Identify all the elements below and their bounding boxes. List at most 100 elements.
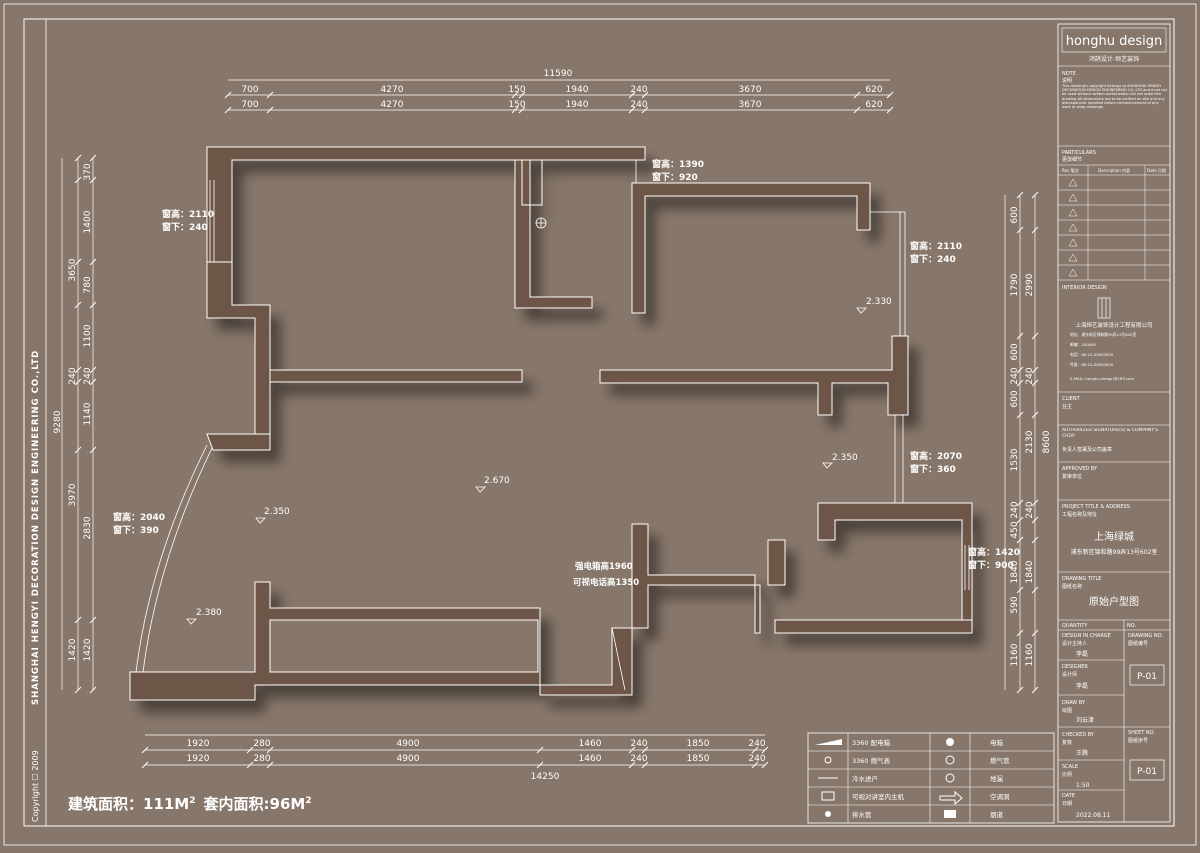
bottom-seg: 1460 [579, 754, 602, 764]
dimension-tick [761, 746, 769, 754]
legend-label: 地漏 [990, 774, 1004, 783]
bottom-seg: 1460 [579, 739, 602, 749]
flue-icon [944, 810, 956, 818]
copyright-text: Copyright ☐ 2009 [31, 750, 40, 822]
particulars-label: PARTICULARS [1062, 150, 1096, 156]
left-inner: 240 [68, 367, 78, 384]
bottom-seg: 240 [630, 754, 647, 764]
legend-label: 3360 燃气表 [852, 756, 891, 765]
dimension-tick [1031, 586, 1039, 594]
drawn-by-label-cn: 绘图 [1062, 707, 1072, 714]
left-inner: 240 [83, 367, 93, 384]
wall-top [206, 146, 646, 263]
building-area: 建筑面积：111M [68, 795, 189, 813]
walls [129, 146, 973, 701]
window-height: 窗高：1420 [968, 546, 1020, 558]
dimension-tick [89, 366, 97, 374]
wall-entry [539, 627, 633, 696]
checked-by-label-cn: 复核 [1062, 739, 1072, 746]
title-block: honghu design 鸿鹄设计-恒艺装饰 NOTE 说明 This dra… [1057, 23, 1171, 823]
dimension-tick [511, 91, 519, 99]
dimension-tick [74, 446, 82, 454]
bottom-seg: 240 [630, 739, 647, 749]
legend-label: 可视对讲室内主机 [852, 792, 905, 801]
dimension-tick [1031, 499, 1039, 507]
auth-label-cn: 负责人签署及公司盖章 [1062, 446, 1112, 453]
dimension-tick [1016, 332, 1024, 340]
bottom-dimensions: 1920 280 4900 1460 240 1850 240 1920 280… [187, 739, 766, 782]
revision-table [1058, 164, 1170, 281]
dimension-tick [853, 106, 861, 114]
left-inner: 2830 [83, 516, 93, 539]
intercom-icon [821, 791, 835, 801]
dimension-tick [1031, 379, 1039, 387]
company-line: 地址：浦东新区锦和路99弄13号602室 [1070, 332, 1136, 337]
right-mid: 2990 [1025, 273, 1035, 296]
legend-label: 电箱 [990, 738, 1004, 747]
bottom-seg: 240 [748, 739, 765, 749]
gas-pipe-icon [945, 755, 955, 765]
window-sill: 窗下：240 [162, 221, 208, 233]
dimension-tick [1031, 536, 1039, 544]
hall-gap [269, 619, 539, 673]
right-inner: 240 [1010, 501, 1020, 518]
bottom-seg: 1920 [187, 739, 210, 749]
bottom-total: 14250 [531, 772, 560, 782]
right-mid: 1160 [1025, 643, 1035, 666]
wall-bay-top [206, 433, 271, 451]
dimension-tick [1031, 226, 1039, 234]
company-line: 邮编：200000 [1070, 342, 1096, 347]
wall-room-right-left [767, 539, 786, 586]
right-inner: 1530 [1010, 448, 1020, 471]
electric-box-icon [946, 738, 954, 746]
approved-label-cn: 复审单位 [1062, 473, 1082, 480]
legend-label: 排水管 [852, 810, 872, 819]
dimension-tick [628, 106, 636, 114]
dimension-tick [89, 301, 97, 309]
quantity-label: QUANTITY [1062, 623, 1088, 629]
drawing-no-label-cn: 图纸编号 [1128, 640, 1148, 647]
notes: 强电箱高1960 可视电话高1350 [573, 561, 639, 588]
company-line: 传真：86-21-00000000 [1070, 362, 1114, 367]
dimension-ticks [74, 91, 1039, 769]
top-seg: 3670 [739, 85, 762, 95]
wall-bedroom-top [631, 182, 871, 314]
window-height: 窗高：2110 [162, 208, 214, 220]
dimension-tick [1016, 499, 1024, 507]
window-sill: 窗下：900 [968, 559, 1014, 571]
designer-label: DESIGNER [1062, 664, 1088, 670]
left-total: 9280 [53, 410, 63, 433]
dimension-tick [74, 616, 82, 624]
outer-border [3, 3, 1197, 846]
drawn-by-name: 刘云津 [1076, 716, 1094, 724]
revision-triangles [1068, 178, 1078, 277]
level-mark: 2.670 [484, 476, 510, 486]
wall-mid-left [269, 369, 523, 383]
legend-label: 烟道 [990, 810, 1004, 819]
dimension-tick [853, 91, 861, 99]
window-sill: 窗下：240 [910, 253, 956, 265]
top-seg: 3670 [739, 100, 762, 110]
dimension-tick [89, 154, 97, 162]
dimension-tick [628, 91, 636, 99]
sheet-code: P-01 [1137, 767, 1157, 777]
dimension-tick [1016, 379, 1024, 387]
design-in-charge-label: DESIGN IN CHARGE [1062, 633, 1111, 639]
top-seg: 240 [630, 100, 647, 110]
approved-label: APPROVED BY [1062, 466, 1098, 472]
dimension-tick [74, 154, 82, 162]
dimension-tick [518, 91, 526, 99]
legend-label: 3360 配电箱 [852, 738, 891, 747]
dimension-tick [89, 176, 97, 184]
dimension-tick [761, 761, 769, 769]
wall-bedroom-bottom [599, 335, 909, 416]
designer-name: 李磊 [1076, 682, 1088, 690]
dimension-tick [224, 106, 232, 114]
right-total: 8600 [1042, 430, 1052, 453]
project-address: 浦东新区锦和路99弄13号602室 [1071, 548, 1158, 556]
design-in-charge-name: 李磊 [1076, 650, 1088, 658]
dimension-tick [1031, 332, 1039, 340]
no-label: NO. [1127, 623, 1136, 629]
company-mark [1097, 297, 1111, 319]
legend-label: 冷水进户 [852, 774, 878, 783]
